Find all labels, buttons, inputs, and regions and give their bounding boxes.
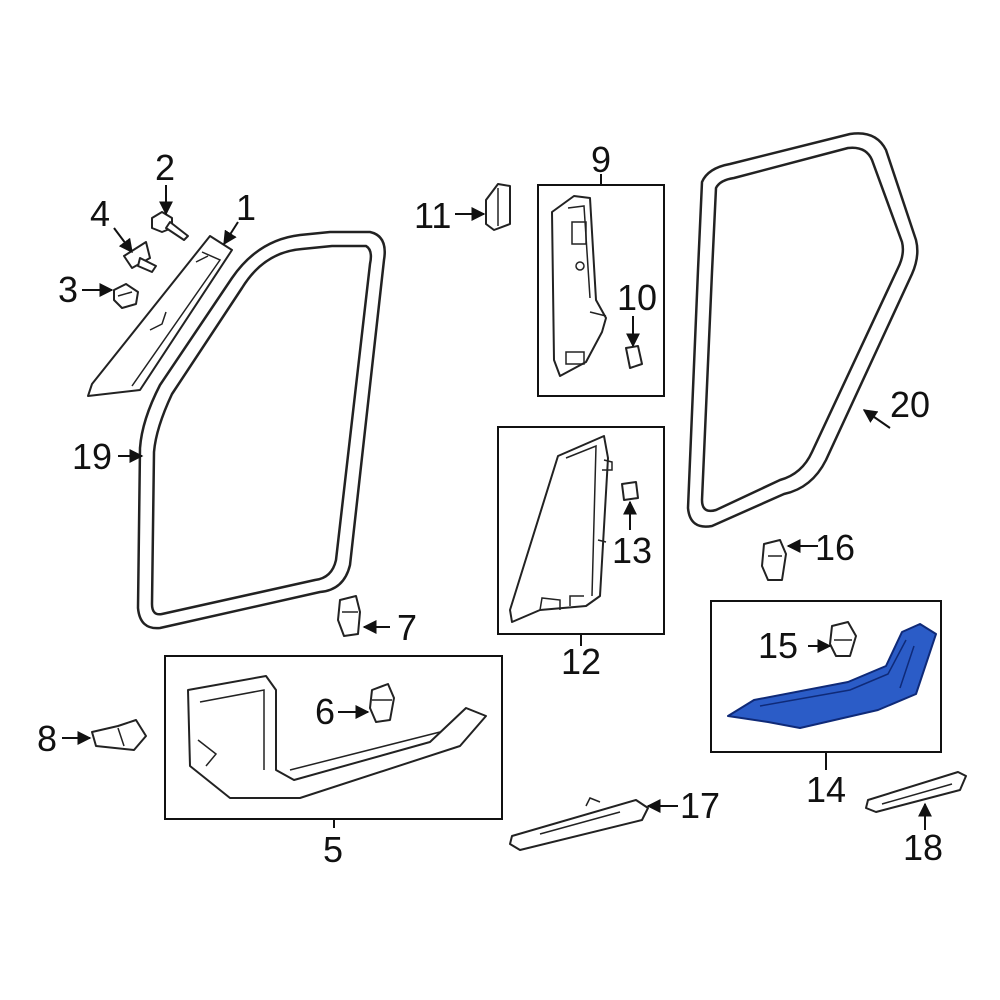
callout-13: 13 — [612, 530, 652, 571]
part-17-front-sill-plate[interactable] — [509, 797, 649, 851]
part-19-front-door-weatherstrip[interactable] — [136, 230, 386, 630]
part-12-b-pillar-lower-trim[interactable] — [509, 435, 613, 623]
callout-11: 11 — [414, 195, 451, 236]
part-10-clip[interactable] — [625, 345, 643, 369]
part-8-clip[interactable] — [91, 719, 147, 751]
callout-12: 12 — [561, 641, 601, 682]
callout-20: 20 — [890, 384, 930, 425]
part-20-rear-door-weatherstrip[interactable] — [686, 132, 919, 528]
callout-2: 2 — [155, 147, 175, 188]
part-15-clip[interactable] — [829, 621, 857, 657]
part-18-rear-sill-plate[interactable] — [865, 771, 967, 813]
callout-8: 8 — [37, 718, 57, 759]
callout-19: 19 — [72, 436, 112, 477]
part-6-clip[interactable] — [369, 683, 395, 723]
callout-10: 10 — [617, 277, 657, 318]
callout-14: 14 — [806, 769, 846, 810]
part-9-b-pillar-upper-trim[interactable] — [551, 195, 607, 377]
part-4-clip[interactable] — [123, 241, 157, 273]
part-11-clip[interactable] — [485, 183, 511, 231]
callout-1: 1 — [236, 187, 256, 228]
callout-17: 17 — [680, 785, 720, 826]
callout-18: 18 — [903, 827, 943, 868]
part-5-front-scuff-plate[interactable] — [187, 675, 487, 799]
callout-16: 16 — [815, 527, 855, 568]
part-2-bolt[interactable] — [151, 211, 189, 241]
part-14-rear-scuff-plate[interactable] — [727, 623, 937, 729]
part-3-fastener[interactable] — [113, 283, 139, 309]
callout-3: 3 — [58, 269, 78, 310]
callout-15: 15 — [758, 625, 798, 666]
callout-6: 6 — [315, 691, 335, 732]
part-13-clip[interactable] — [621, 481, 639, 501]
leader-lines — [62, 174, 932, 830]
callout-4: 4 — [90, 193, 110, 234]
callout-9: 9 — [591, 139, 611, 180]
part-16-clip[interactable] — [761, 539, 787, 581]
part-7-clip[interactable] — [337, 595, 361, 637]
callout-5: 5 — [323, 829, 343, 870]
callout-labels: 1 2 3 4 5 6 7 8 9 10 11 12 13 14 15 16 1… — [37, 139, 943, 870]
callout-7: 7 — [397, 607, 417, 648]
part-1-a-pillar-trim[interactable] — [87, 235, 233, 397]
